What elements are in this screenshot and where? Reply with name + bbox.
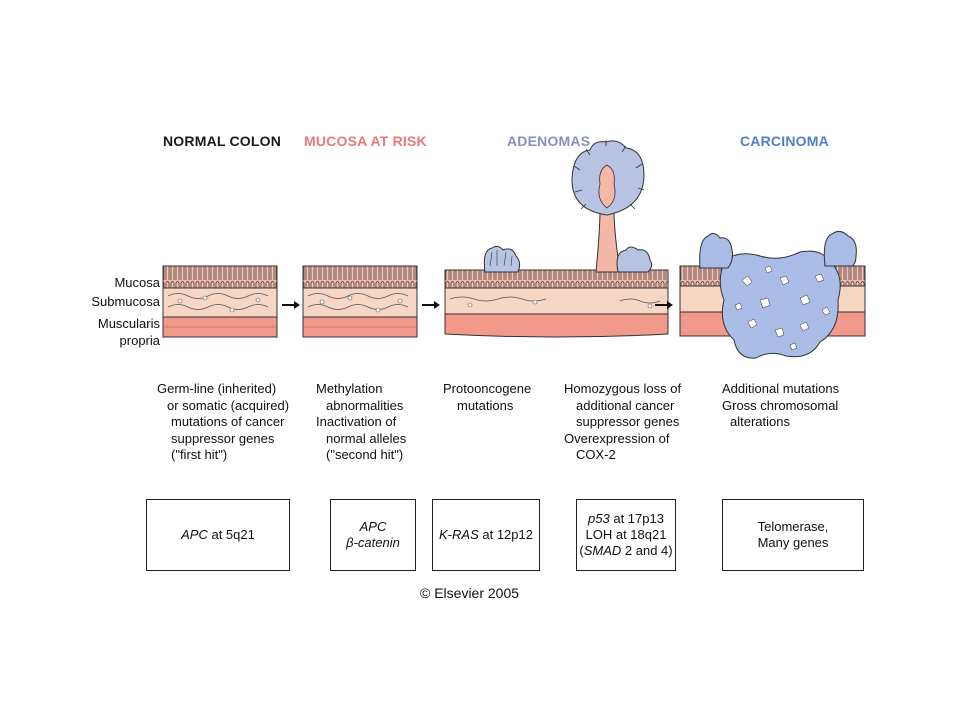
gene-box-line: (SMAD 2 and 4): [579, 543, 672, 559]
desc-line: COX-2: [576, 447, 616, 462]
desc-line: Overexpression of: [564, 430, 670, 446]
layer-label-muscularis: Muscularis: [97, 316, 160, 331]
layer-label-propria: propria: [119, 333, 160, 348]
description-mucosa-at-risk: Methylation abnormalities Inactivation o…: [316, 381, 406, 464]
mucosa-at-risk-tissue: [302, 265, 418, 338]
gene-name: p53: [588, 511, 610, 526]
gene-box-line: LOH at 18q21: [585, 527, 667, 542]
gene-name: SMAD: [583, 543, 622, 558]
normal-colon-tissue: [162, 265, 278, 338]
desc-line: ("second hit"): [326, 447, 404, 462]
gene-box-telomerase: Telomerase, Many genes: [722, 499, 864, 571]
gene-box-p53-smad: p53 at 17p13 LOH at 18q21 (SMAD 2 and 4): [576, 499, 676, 571]
description-normal-colon: Germ-line (inherited) or somatic (acquir…: [157, 381, 289, 464]
gene-box-apc: APC at 5q21: [146, 499, 290, 571]
description-carcinoma: Additional mutations Gross chromosomal a…: [722, 381, 839, 431]
desc-line: Additional mutations: [722, 381, 840, 396]
gene-name: APC: [181, 527, 208, 542]
gene-name: β-catenin: [346, 535, 400, 550]
adenoma-tissue: [444, 140, 669, 338]
desc-line: Protooncogene: [443, 381, 532, 396]
gene-name: APC: [359, 519, 387, 534]
stage-title-carcinoma: CARCINOMA: [740, 133, 829, 149]
desc-line: ("first hit"): [171, 447, 228, 462]
desc-line: additional cancer: [576, 397, 675, 413]
desc-line: normal alleles: [326, 430, 407, 446]
gene-locus: at 17p13: [609, 511, 664, 526]
stage-title-normal-colon: NORMAL COLON: [163, 133, 282, 149]
description-adenoma-early: Protooncogene mutations: [443, 381, 531, 414]
gene-locus: 2 and 4): [621, 543, 673, 558]
gene-box-line: Telomerase,: [757, 519, 829, 534]
carcinoma-tissue: [679, 230, 866, 359]
desc-line: Inactivation of: [316, 414, 397, 429]
gene-name: K-RAS: [439, 527, 479, 542]
desc-line: mutations: [457, 397, 514, 413]
paren-open: (: [579, 543, 584, 558]
desc-line: Homozygous loss of: [564, 381, 682, 396]
desc-line: mutations of cancer: [171, 414, 285, 429]
gene-box-kras: K-RAS at 12p12: [432, 499, 540, 571]
gene-box-apc-catenin: APC β-catenin: [330, 499, 416, 571]
desc-line: Methylation: [316, 381, 383, 396]
description-adenoma-late: Homozygous loss of additional cancer sup…: [564, 381, 681, 464]
gene-locus: at 12p12: [478, 527, 533, 542]
desc-line: suppressor genes: [576, 414, 680, 429]
desc-line: or somatic (acquired): [167, 397, 290, 413]
layer-label-submucosa: Submucosa: [91, 294, 160, 309]
desc-line: alterations: [730, 414, 790, 429]
stage-title-mucosa-at-risk: MUCOSA AT RISK: [304, 133, 427, 149]
gene-box-line: Many genes: [757, 535, 829, 550]
gene-box-line: APC at 5q21: [181, 527, 255, 543]
gene-locus: at 5q21: [207, 527, 255, 542]
gene-box-line: p53 at 17p13: [588, 511, 664, 527]
desc-line: Germ-line (inherited): [157, 381, 277, 396]
desc-line: Gross chromosomal: [722, 397, 839, 413]
desc-line: abnormalities: [326, 397, 404, 413]
gene-box-line: K-RAS at 12p12: [439, 527, 533, 543]
desc-line: suppressor genes: [171, 430, 275, 446]
stage-title-adenomas: ADENOMAS: [507, 133, 591, 149]
layer-label-mucosa: Mucosa: [114, 275, 160, 290]
copyright-notice: © Elsevier 2005: [420, 585, 520, 601]
